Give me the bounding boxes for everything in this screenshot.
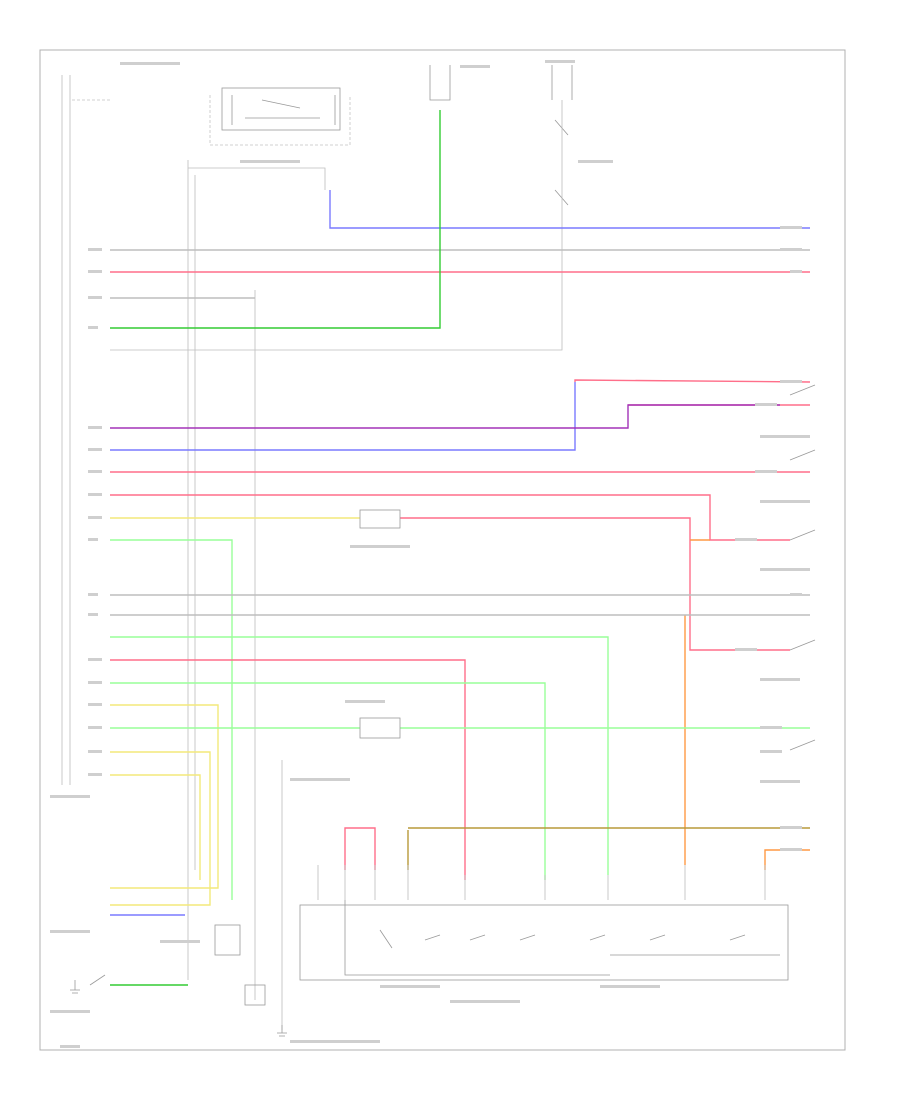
wire-olive: [407, 827, 810, 870]
connector-mid-upper: [359, 509, 401, 529]
combination-switch-box: [299, 904, 789, 981]
sensor-top-center: [429, 65, 451, 101]
wire-pink-upper: [574, 379, 811, 383]
combination-switch-internal: [344, 900, 780, 976]
top-switch-feed: [188, 167, 326, 190]
wire-pink-6: [110, 659, 466, 880]
top-switch-box: [221, 87, 341, 131]
ground-icon: [70, 980, 80, 994]
wire-lightgreen-1: [110, 539, 233, 900]
wire-yellow-3: [110, 751, 211, 906]
wire-pink-loop: [344, 827, 376, 870]
label-marks: [50, 60, 810, 1048]
lower-left-switch: [89, 974, 106, 986]
ground-icon: [277, 1025, 287, 1037]
wire-yellow-4: [110, 774, 201, 880]
combination-switch-pins: [317, 865, 766, 900]
wire-pink-5: [400, 517, 790, 651]
wire-lightgreen-2: [110, 636, 609, 875]
connector-mid-lower: [359, 717, 401, 739]
wire-blue-mid: [110, 382, 576, 451]
wire-green-main: [110, 110, 441, 329]
combination-switch-contacts: [379, 929, 746, 949]
lower-connector: [244, 984, 266, 1006]
wire-lightgreen-3: [110, 682, 546, 880]
lower-left-component: [214, 924, 241, 956]
wire-yellow-2: [110, 704, 219, 889]
switch-top-right: [551, 65, 573, 206]
top-switch-dash: [209, 95, 351, 146]
wire-purple: [110, 404, 780, 429]
diagram-frame: [39, 49, 846, 1051]
wire-gray-top-right: [110, 100, 563, 351]
right-switch-set: [789, 384, 816, 751]
wire-orange-right: [764, 849, 810, 870]
top-switch-contacts: [231, 95, 336, 125]
wire-blue-top: [329, 190, 810, 229]
